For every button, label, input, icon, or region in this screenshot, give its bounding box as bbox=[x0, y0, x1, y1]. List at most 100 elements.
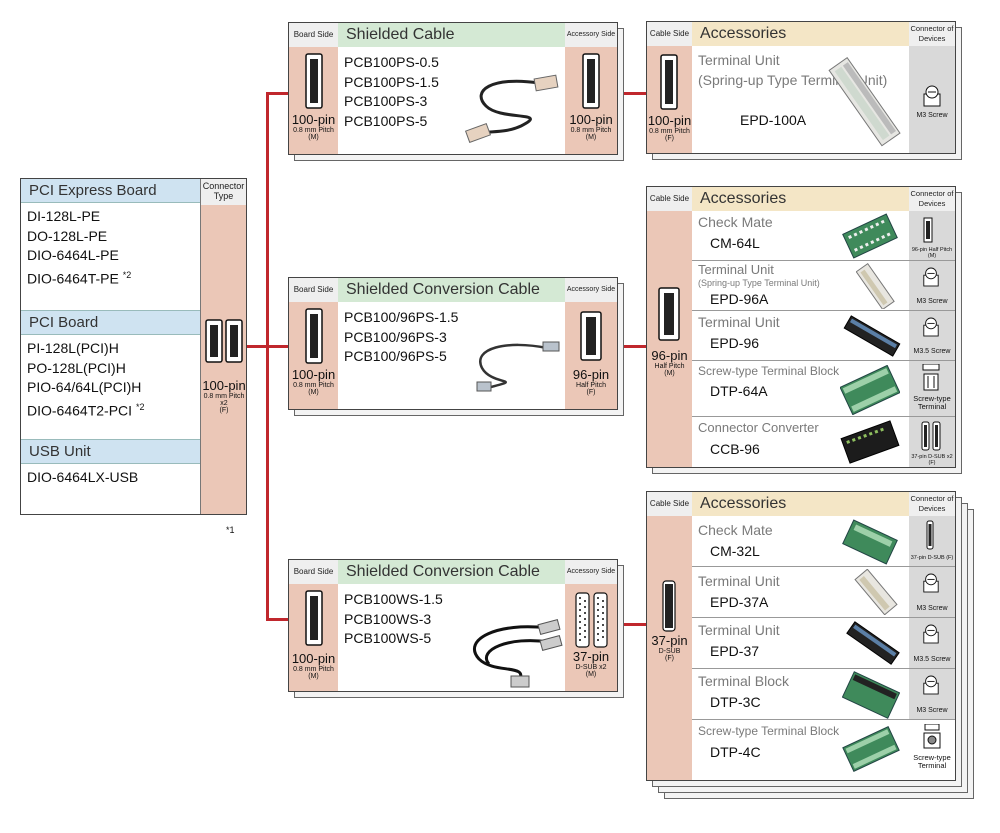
device-column bbox=[909, 211, 955, 467]
product-item: DI-128L-PE bbox=[27, 208, 101, 224]
product-list: DIO-6464LX-USB bbox=[21, 464, 200, 492]
m3-screw-icon bbox=[923, 573, 939, 593]
cable-model-list: PCB100PS-0.5 PCB100PS-1.5 PCB100PS-3 PCB… bbox=[338, 49, 445, 135]
accessory-model: DTP-64A bbox=[710, 383, 768, 399]
device-label: Screw-type Terminal bbox=[913, 753, 951, 770]
cable-side-column bbox=[647, 516, 692, 780]
accessory-title: Terminal Unit bbox=[698, 573, 780, 589]
cable-title: Shielded Conversion Cable bbox=[338, 278, 565, 302]
accessory-model: EPD-96 bbox=[710, 335, 760, 351]
product-item: PO-128L(PCI)H bbox=[27, 359, 126, 376]
accessory-row: Terminal Unit EPD-37A M3 Screw bbox=[692, 567, 955, 618]
screw-terminal-icon bbox=[923, 724, 941, 749]
accessory-row: Terminal Unit EPD-37 M3.5 Screw bbox=[692, 618, 955, 669]
cable-model: PCB100/96PS-5 bbox=[344, 348, 447, 364]
cable-model: PCB100WS-1.5 bbox=[344, 591, 443, 607]
product-item: PI-128L(PCI)H bbox=[27, 340, 119, 356]
accessory-box-2: Cable Side Accessories Connector of Devi… bbox=[646, 186, 956, 468]
connector-100pin-male-icon bbox=[305, 53, 323, 109]
accessory-row: Check Mate CM-64L 96-pin Half Pitch (M) bbox=[692, 211, 955, 261]
cable-model: PCB100PS-1.5 bbox=[344, 73, 439, 90]
pin-detail: 0.8 mm Pitch x2 bbox=[203, 392, 245, 407]
dsub-37pin-x2-icon bbox=[921, 421, 941, 451]
section-usb: USB Unit DIO-6464LX-USB bbox=[21, 439, 200, 515]
accessory-side-column bbox=[565, 584, 617, 691]
check-mate-image bbox=[842, 519, 898, 565]
screw-terminal-icon bbox=[922, 364, 940, 391]
accessory-row: Terminal Unit (Spring-up Type Terminal U… bbox=[692, 46, 909, 153]
accessory-side-label: Accessory Side bbox=[565, 560, 617, 584]
device-label: M3.5 Screw bbox=[913, 656, 951, 663]
connector-100pin-female-icon bbox=[660, 54, 678, 110]
connector-100pin-male-icon bbox=[305, 590, 323, 646]
board-panel: PCI Express Board DI-128L-PE DO-128L-PE … bbox=[20, 178, 247, 515]
product-list: DI-128L-PE DO-128L-PE DIO-6464L-PE DIO-6… bbox=[21, 203, 200, 293]
terminal-unit-spring-image bbox=[856, 263, 895, 309]
dsub-37pin-icon bbox=[926, 520, 934, 550]
cable-box-1: Board Side Shielded Cable Accessory Side… bbox=[288, 22, 618, 155]
board-side-label: Board Side bbox=[289, 23, 338, 47]
device-label: M3 Screw bbox=[916, 112, 948, 119]
terminal-block-image bbox=[842, 725, 900, 773]
accessory-title: Check Mate bbox=[698, 522, 773, 538]
terminal-block-image bbox=[842, 671, 900, 719]
device-label: 96-pin Half Pitch (M) bbox=[911, 247, 953, 259]
device-cell: M3 Screw bbox=[909, 46, 955, 153]
cable-side-label: Cable Side bbox=[647, 22, 692, 46]
pin-count: 100-pin bbox=[202, 378, 246, 393]
accessory-model: CM-32L bbox=[710, 543, 760, 559]
connection-line-board bbox=[246, 345, 268, 348]
section-title: USB Unit bbox=[21, 439, 200, 464]
connection-line-acc3 bbox=[618, 623, 646, 626]
cable-side-label: Cable Side bbox=[647, 187, 692, 211]
accessory-model: EPD-96A bbox=[710, 291, 769, 307]
terminal-unit-image bbox=[846, 621, 900, 665]
product-item: PIO-64/64L(PCI)H bbox=[27, 379, 142, 395]
cable-title: Shielded Cable bbox=[338, 23, 565, 47]
device-label: M3 Screw bbox=[916, 605, 948, 612]
accessory-side-label: Accessory Side bbox=[565, 278, 617, 302]
dsub-37pin-female-icon bbox=[662, 580, 676, 632]
cable-model: PCB100PS-5 bbox=[344, 112, 428, 129]
pin-gender: (F) bbox=[219, 407, 229, 415]
accessory-title: Screw-type Terminal Block bbox=[698, 724, 840, 738]
accessory-row: Screw-type Terminal Block DTP-4C Screw-t… bbox=[692, 720, 955, 780]
accessory-row: Terminal Unit EPD-96 M3.5 Screw bbox=[692, 311, 955, 361]
cable-model-list: PCB100/96PS-1.5 PCB100/96PS-3 PCB100/96P… bbox=[338, 304, 464, 371]
m35-screw-icon bbox=[923, 317, 939, 337]
terminal-unit-image bbox=[854, 569, 898, 615]
terminal-block-image bbox=[840, 365, 900, 415]
accessory-title: Check Mate bbox=[698, 214, 773, 230]
cable-model: PCB100WS-5 bbox=[344, 630, 432, 646]
accessory-subtitle: (Spring-up Type Terminal Unit) bbox=[698, 278, 820, 288]
accessory-title: Terminal Block bbox=[698, 673, 790, 689]
connector-100pin-x2-icon bbox=[205, 319, 243, 363]
screw-terminal-cell: Screw-type Terminal bbox=[909, 720, 955, 780]
cable-model: PCB100/96PS-3 bbox=[344, 328, 447, 345]
accessory-title: Terminal Unit bbox=[698, 262, 774, 277]
connection-line-vertical bbox=[266, 92, 269, 620]
terminal-unit-image bbox=[843, 315, 901, 357]
m3-screw-icon bbox=[923, 85, 941, 107]
connector-converter-image bbox=[840, 420, 900, 464]
device-label: M3 Screw bbox=[916, 298, 948, 305]
cable-box-2: Board Side Shielded Conversion Cable Acc… bbox=[288, 277, 618, 410]
accessories-title: Accessories bbox=[692, 187, 909, 211]
accessory-model: DTP-4C bbox=[710, 744, 761, 760]
note-mark: *2 bbox=[122, 269, 132, 280]
accessories-title: Accessories bbox=[692, 22, 909, 46]
connector-type-header: Connector Type bbox=[201, 179, 246, 205]
section-title: PCI Board bbox=[21, 310, 200, 335]
accessories-title: Accessories bbox=[692, 492, 909, 516]
accessory-side-label: Accessory Side bbox=[565, 23, 617, 47]
connector-96pin-icon bbox=[923, 217, 933, 243]
accessory-title: Terminal Unit (Spring-up Type Terminal U… bbox=[698, 52, 888, 88]
section-title: PCI Express Board bbox=[21, 179, 200, 203]
cable-model: PCB100PS-0.5 bbox=[344, 54, 439, 70]
connector-100pin-male-icon bbox=[305, 308, 323, 364]
